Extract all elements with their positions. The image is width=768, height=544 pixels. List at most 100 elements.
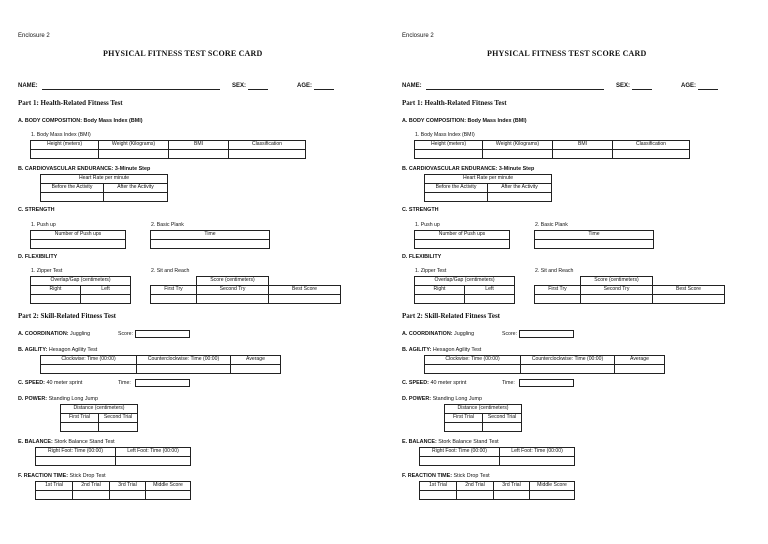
reaction-col-header: 2nd Trial [456, 481, 494, 491]
bmi-table: Height (meters) Weight (Kilograms) BMI C… [30, 140, 306, 159]
power-cell[interactable] [60, 422, 99, 432]
agility-col-header: Counterclockwise: Time (00:00) [136, 355, 231, 365]
reaction-col-header: 3rd Trial [493, 481, 530, 491]
cardio-cell[interactable] [487, 192, 552, 202]
age-field[interactable] [698, 89, 718, 90]
reaction-cell[interactable] [529, 490, 575, 500]
balance-label: E. BALANCE: [18, 439, 53, 445]
speed-label: C. SPEED: [18, 380, 45, 386]
pushup-cell[interactable] [414, 239, 510, 249]
agility-cell[interactable] [424, 364, 521, 374]
balance-test: Stork Balance Stand Test [438, 439, 499, 445]
speed-label: C. SPEED: [402, 380, 429, 386]
sex-field[interactable] [632, 89, 652, 90]
coordination-label: A. COORDINATION: [402, 331, 453, 337]
name-label: NAME: [402, 83, 422, 89]
cardio-col-header: Before the Activity [424, 183, 488, 193]
power-label: D. POWER: [18, 396, 48, 402]
coordination-score-box[interactable] [135, 330, 190, 338]
power-cell[interactable] [444, 422, 483, 432]
zipper-group-header: Overlap/Gap (centimeters) [413, 276, 516, 286]
bmi-cell[interactable] [168, 149, 229, 159]
sit-reach-cell[interactable] [580, 294, 653, 304]
part1-title: Part 1: Health-Related Fitness Test [18, 99, 123, 107]
bmi-subtitle: 1. Body Mass Index (BMI) [31, 132, 91, 138]
zipper-col-header: Left [79, 285, 132, 295]
reaction-cell[interactable] [145, 490, 191, 500]
agility-cell[interactable] [136, 364, 231, 374]
reaction-cell[interactable] [419, 490, 457, 500]
age-field[interactable] [314, 89, 334, 90]
power-col-header: Second Trial [97, 413, 139, 423]
plank-cell[interactable] [534, 239, 654, 249]
bmi-cell[interactable] [30, 149, 99, 159]
bmi-cell[interactable] [228, 149, 306, 159]
zipper-cell[interactable] [79, 294, 132, 304]
reaction-cell[interactable] [493, 490, 530, 500]
cardio-table: Heart Rate per minute Before the Activit… [40, 174, 168, 202]
bmi-cell[interactable] [552, 149, 613, 159]
name-field[interactable] [426, 89, 604, 90]
zipper-cell[interactable] [414, 294, 465, 304]
speed-test: 40 meter sprint [46, 380, 83, 386]
coordination-score-box[interactable] [519, 330, 574, 338]
cardio-col-header: After the Activity [487, 183, 552, 193]
reaction-cell[interactable] [72, 490, 110, 500]
cardio-cell[interactable] [40, 192, 104, 202]
cardio-group-header: Heart Rate per minute [40, 174, 168, 184]
sit-reach-cell[interactable] [268, 294, 341, 304]
sit-reach-cell[interactable] [196, 294, 269, 304]
agility-row: B. AGILITY: Hexagon Agility Test [402, 347, 481, 353]
sit-reach-blank [652, 276, 725, 286]
balance-cell[interactable] [35, 456, 116, 466]
balance-cell[interactable] [499, 456, 575, 466]
power-label: D. POWER: [402, 396, 432, 402]
balance-table: Right Foot: Time (00:00) Left Foot: Time… [419, 447, 575, 466]
reaction-cell[interactable] [456, 490, 494, 500]
bmi-cell[interactable] [414, 149, 483, 159]
reaction-cell[interactable] [35, 490, 73, 500]
power-test: Standing Long Jump [48, 396, 99, 402]
sit-reach-cell[interactable] [652, 294, 725, 304]
cardio-cell[interactable] [103, 192, 168, 202]
bmi-cell[interactable] [98, 149, 169, 159]
agility-test: Hexagon Agility Test [48, 347, 98, 353]
speed-time-box[interactable] [519, 379, 574, 387]
power-cell[interactable] [97, 422, 139, 432]
sit-reach-table: Score (centimeters) First Try Second Try… [150, 276, 341, 304]
pushup-cell[interactable] [30, 239, 126, 249]
sit-reach-col-header: Best Score [652, 285, 725, 295]
bmi-cell[interactable] [482, 149, 553, 159]
balance-cell[interactable] [419, 456, 500, 466]
coordination-score-label: Score: [118, 331, 133, 337]
cardio-table: Heart Rate per minute Before the Activit… [424, 174, 552, 202]
age-label: AGE: [681, 83, 696, 89]
power-cell[interactable] [481, 422, 523, 432]
reaction-cell[interactable] [109, 490, 146, 500]
sit-reach-cell[interactable] [150, 294, 197, 304]
speed-time-box[interactable] [135, 379, 190, 387]
agility-cell[interactable] [520, 364, 615, 374]
name-field[interactable] [42, 89, 220, 90]
zipper-cell[interactable] [463, 294, 516, 304]
bmi-cell[interactable] [612, 149, 690, 159]
agility-cell[interactable] [614, 364, 665, 374]
power-table: Distance (centimeters) First Trial Secon… [443, 404, 523, 432]
agility-cell[interactable] [40, 364, 137, 374]
sit-reach-blank [150, 276, 197, 286]
agility-cell[interactable] [230, 364, 281, 374]
zipper-table: Overlap/Gap (centimeters) Right Left [29, 276, 132, 304]
sit-reach-cell[interactable] [534, 294, 581, 304]
plank-cell[interactable] [150, 239, 270, 249]
plank-col-header: Time [150, 230, 270, 240]
bmi-col-header: Classification [228, 140, 306, 150]
cardio-cell[interactable] [424, 192, 488, 202]
speed-time-label: Time: [502, 380, 515, 386]
zipper-cell[interactable] [30, 294, 81, 304]
reaction-label: F. REACTION TIME: [402, 473, 453, 479]
balance-cell[interactable] [115, 456, 191, 466]
sex-field[interactable] [248, 89, 268, 90]
power-row: D. POWER: Standing Long Jump [18, 396, 99, 402]
coordination-test: Juggling [454, 331, 475, 337]
reaction-col-header: 2nd Trial [72, 481, 110, 491]
